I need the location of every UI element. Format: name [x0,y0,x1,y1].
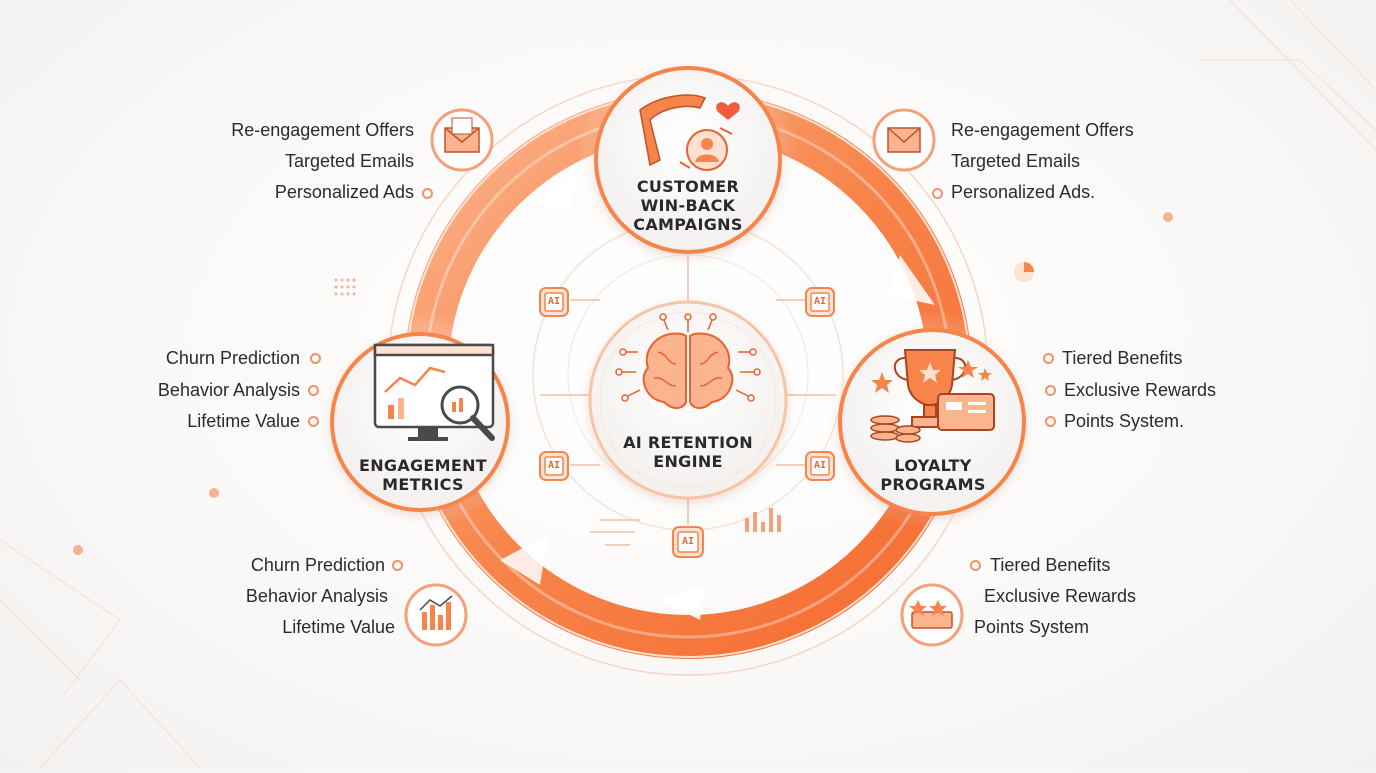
brain-circuit-icon [615,313,761,409]
cycle-arrows [500,168,935,620]
annotation-bottom-right-2: Exclusive Rewards [984,586,1137,606]
ai-chip-bottom-left [539,451,569,481]
bullet-dot [1045,385,1056,396]
annotation-mid-left-2: Behavior Analysis [157,380,300,400]
arrow-top-right [888,255,935,305]
annotation-mid-right-2: Exclusive Rewards [1064,380,1217,400]
bullet-dot [310,353,321,364]
arrow-bottom-right [660,585,705,620]
annotation-top-right-3: Personalized Ads. [951,182,1096,202]
bullet-dot [422,188,433,199]
ai-chip-label: AI [547,296,561,307]
ai-chip-label: AI [681,536,695,547]
annotation-bottom-left-1: Churn Prediction [250,555,385,575]
right-node-label: LOYALTY PROGRAMS [858,456,1008,494]
annotation-mid-right-1: Tiered Benefits [1062,348,1183,368]
bullet-dot [392,560,403,571]
bullet-dot [970,560,981,571]
ai-chip-bottom-right [805,451,835,481]
top-node-label: CUSTOMER WIN-BACK CAMPAIGNS [598,177,778,234]
annotation-bottom-right-1: Tiered Benefits [990,555,1111,575]
left-node-label-line2: METRICS [382,475,464,494]
annotation-top-right-1: Re-engagement Offers [951,120,1134,140]
ai-chips [539,287,835,558]
annotation-top-left-2: Targeted Emails [284,151,414,171]
top-node-label-line2: WIN-BACK [640,196,736,215]
annotation-mid-left-1: Churn Prediction [165,348,300,368]
annotation-mid-left-3: Lifetime Value [187,411,300,431]
small-icon-top-left [430,108,494,172]
bullet-dot [308,416,319,427]
ai-chip-bottom-center [672,526,704,558]
top-node-label-line1: CUSTOMER [636,177,740,196]
ai-chip-label: AI [813,296,827,307]
trophy-card-icon [870,349,995,443]
left-node-label-line1: ENGAGEMENT [358,456,488,475]
small-icon-bottom-left [404,583,468,647]
annotation-mid-right-3: Points System. [1064,411,1185,431]
decorative-dots [73,212,1173,555]
bullet-dot [1043,353,1054,364]
annotation-bottom-left-3: Lifetime Value [282,617,395,637]
annotation-top-left-1: Re-engagement Offers [231,120,414,140]
center-label-line2: ENGINE [653,452,723,471]
left-node-label: ENGAGEMENT METRICS [348,456,498,494]
right-node-label-line1: LOYALTY [894,456,972,475]
analytics-monitor-icon [373,343,495,441]
top-node-label-line3: CAMPAIGNS [633,215,743,234]
boomerang-heart-icon [639,94,740,171]
bullet-dot [308,385,319,396]
center-label-line1: AI RETENTION [623,433,753,452]
ai-chip-top-right [805,287,835,317]
small-icon-top-right [872,108,936,172]
arrow-bottom-left [500,535,548,585]
mini-bars [745,508,781,532]
pie-icon [1014,262,1034,282]
annotation-top-left-3: Personalized Ads [274,182,414,202]
bullet-dot [932,188,943,199]
center-node-label: AI RETENTION ENGINE [598,433,778,471]
bullet-dot [1045,416,1056,427]
small-icon-bottom-right [900,583,964,647]
annotation-top-right-2: Targeted Emails [951,151,1081,171]
ai-chip-label: AI [547,460,561,471]
annotation-bottom-right-3: Points System [974,617,1090,637]
arrow-top-left [530,168,580,215]
annotation-bottom-left-2: Behavior Analysis [245,586,388,606]
ai-chip-top-left [539,287,569,317]
ai-chip-label: AI [813,460,827,471]
center-node [588,300,788,500]
right-node-label-line2: PROGRAMS [880,475,986,494]
